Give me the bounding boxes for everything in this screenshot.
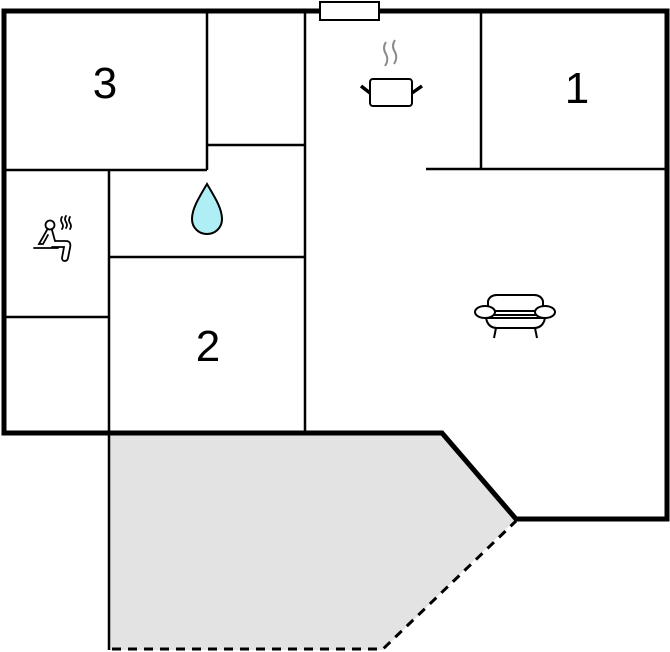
window [319, 1, 380, 21]
sauna-icon [33, 215, 72, 262]
sofa-icon [474, 294, 556, 339]
outer-wall [1, 8, 670, 522]
room-label-bedroom-3: 3 [92, 59, 118, 108]
terrace-area [109, 433, 516, 650]
internal-walls [4, 11, 667, 433]
water-drop-icon [190, 182, 224, 236]
room-label-bedroom-1: 1 [564, 64, 590, 113]
kitchen-pot-icon [359, 39, 424, 107]
room-label-bedroom-2: 2 [195, 322, 221, 371]
